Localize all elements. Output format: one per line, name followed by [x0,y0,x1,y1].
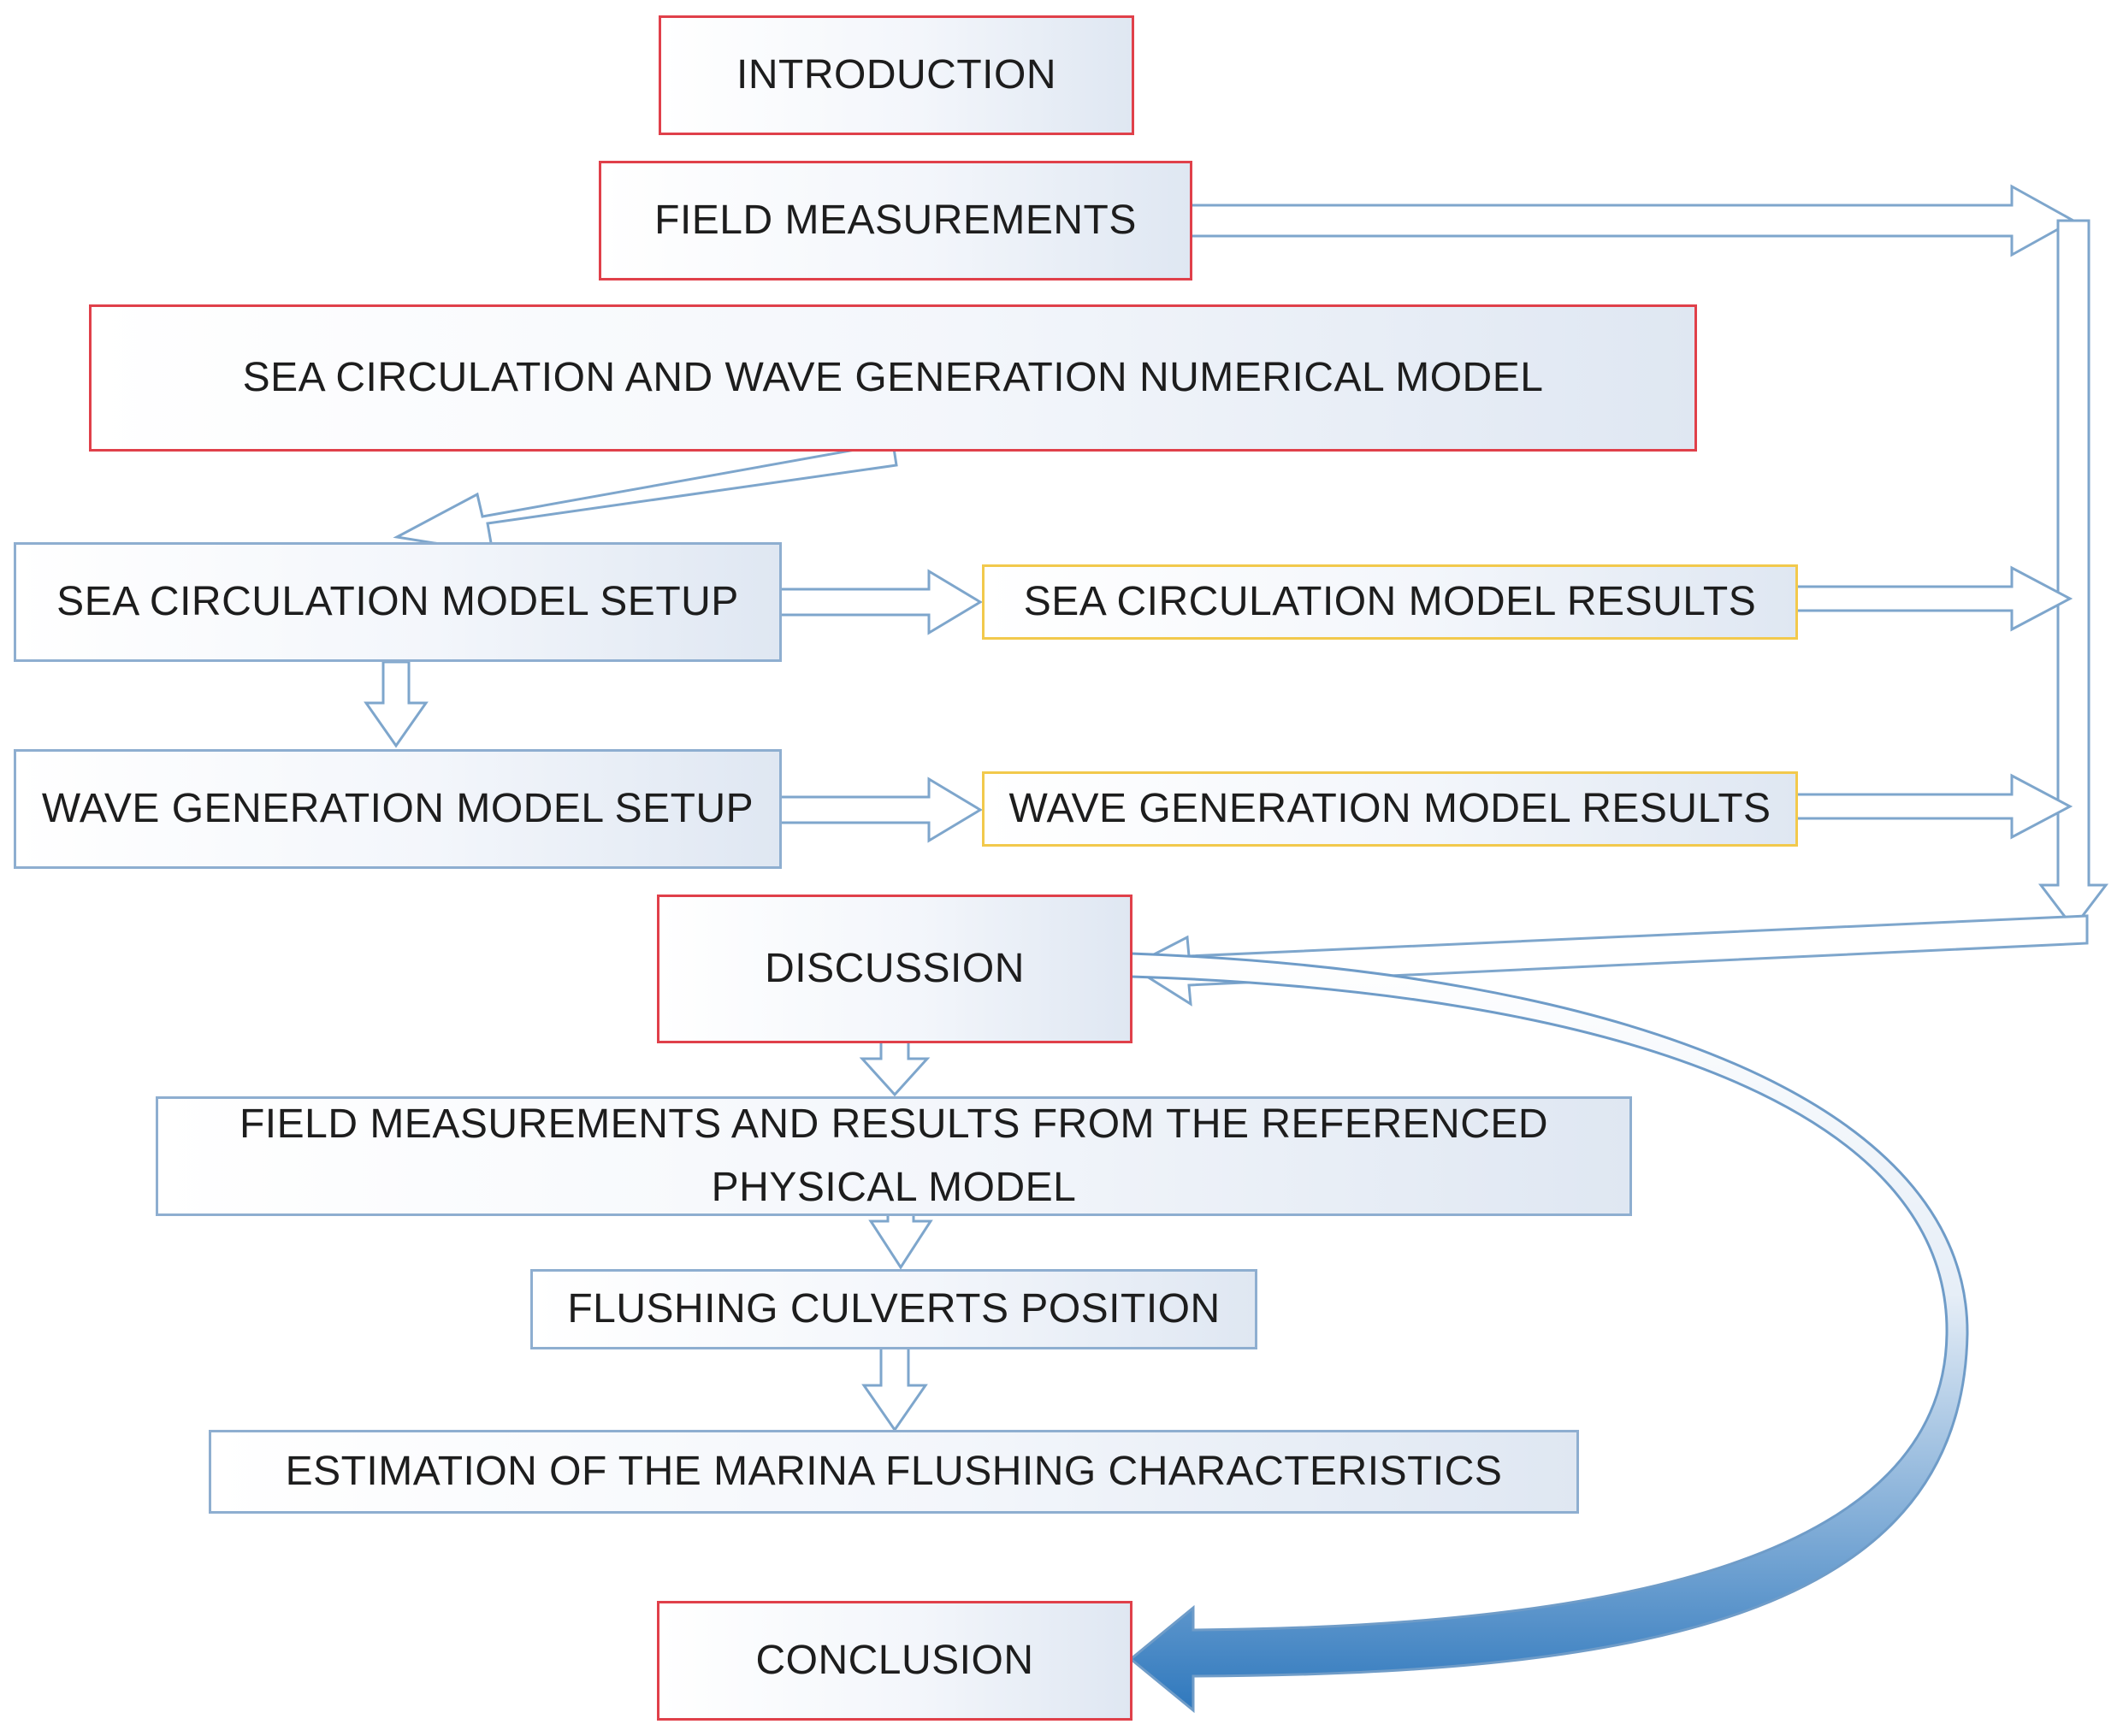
numerical-model-label: SEA CIRCULATION AND WAVE GENERATION NUME… [242,355,1544,400]
field-physical-model-label-line1: FIELD MEASUREMENTS AND RESULTS FROM THE … [239,1101,1549,1147]
field-physical-model-box: FIELD MEASUREMENTS AND RESULTS FROM THE … [156,1096,1632,1216]
wave-generation-results-box: WAVE GENERATION MODEL RESULTS [982,771,1798,847]
wave-generation-setup-box: WAVE GENERATION MODEL SETUP [14,749,782,869]
wave-generation-setup-label: WAVE GENERATION MODEL SETUP [41,786,754,831]
arrow-culverts-to-estimation [861,1346,928,1432]
introduction-box: INTRODUCTION [659,15,1134,135]
flushing-culverts-label: FLUSHING CULVERTS POSITION [567,1286,1221,1332]
arrow-discussion-to-conclusion [1128,952,1969,1714]
arrow-field-to-collector [1189,184,2077,257]
arrow-sea-setup-to-results [778,569,983,635]
arrow-physical-to-culverts [868,1213,933,1270]
estimation-box: ESTIMATION OF THE MARINA FLUSHING CHARAC… [209,1430,1579,1514]
field-physical-model-label-line2: PHYSICAL MODEL [711,1165,1077,1210]
conclusion-label: CONCLUSION [755,1638,1034,1683]
numerical-model-box: SEA CIRCULATION AND WAVE GENERATION NUME… [89,304,1697,452]
sea-circulation-setup-label: SEA CIRCULATION MODEL SETUP [56,579,739,624]
arrow-collector-down [2037,219,2109,930]
sea-circulation-results-box: SEA CIRCULATION MODEL RESULTS [982,564,1798,640]
arrow-wave-setup-to-results [778,776,983,843]
arrow-wave-results-to-collector [1795,773,2073,840]
estimation-label: ESTIMATION OF THE MARINA FLUSHING CHARAC… [285,1449,1503,1494]
field-measurements-label: FIELD MEASUREMENTS [654,198,1137,243]
sea-circulation-results-label: SEA CIRCULATION MODEL RESULTS [1023,579,1757,624]
conclusion-box: CONCLUSION [657,1601,1132,1721]
field-measurements-box: FIELD MEASUREMENTS [599,161,1192,280]
wave-generation-results-label: WAVE GENERATION MODEL RESULTS [1008,786,1771,831]
discussion-label: DISCUSSION [765,946,1025,991]
discussion-box: DISCUSSION [657,895,1132,1043]
arrow-sea-setup-to-wave-setup [364,660,429,748]
arrow-discussion-down [859,1040,931,1097]
arrow-collector-to-discussion [1127,914,2089,1007]
arrow-model-to-setup [393,441,898,554]
arrow-sea-results-to-collector [1795,565,2073,632]
introduction-label: INTRODUCTION [736,52,1056,97]
sea-circulation-setup-box: SEA CIRCULATION MODEL SETUP [14,542,782,662]
flushing-culverts-box: FLUSHING CULVERTS POSITION [530,1269,1257,1349]
